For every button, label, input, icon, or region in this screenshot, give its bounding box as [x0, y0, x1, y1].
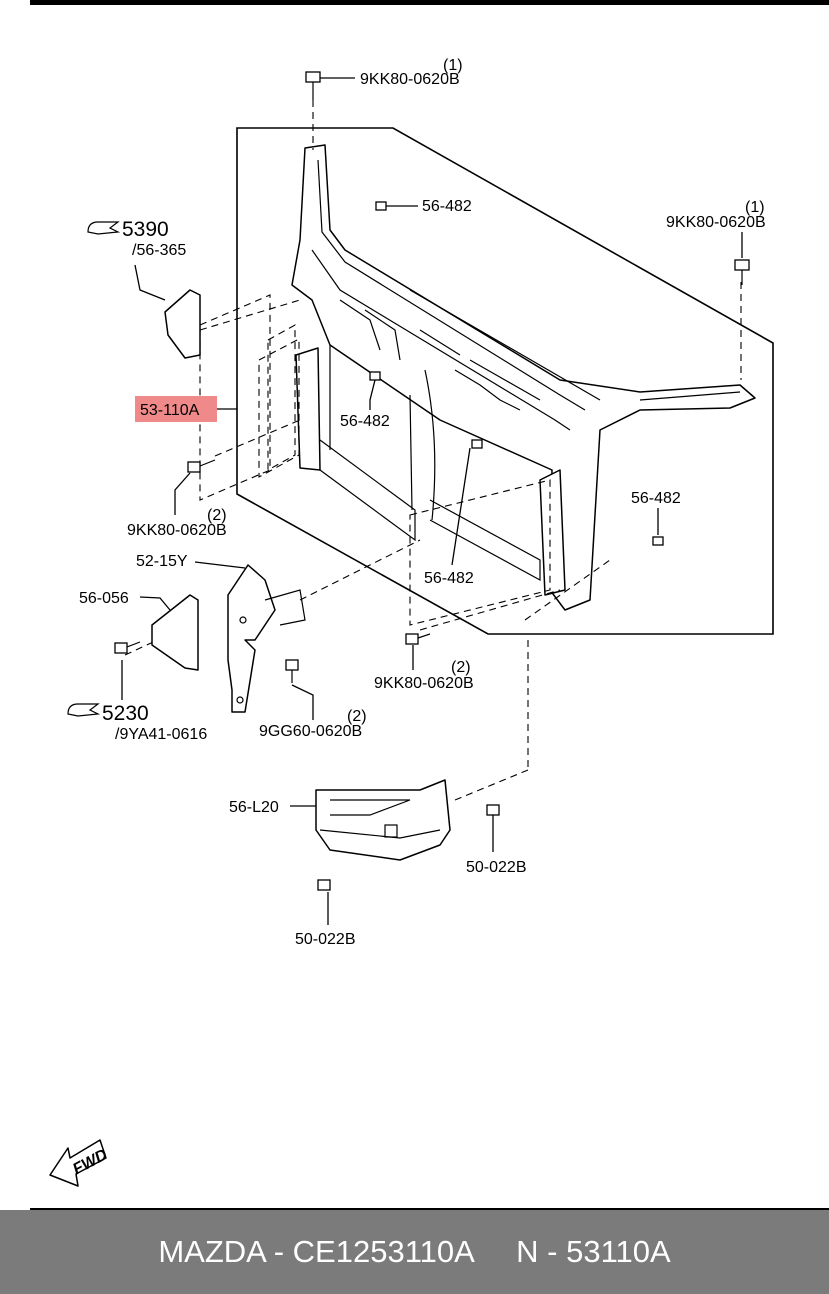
reference-number[interactable]: 5390 [122, 218, 169, 241]
highlight-box [135, 396, 217, 422]
qty-label: (2) [451, 659, 471, 676]
footer-bar: MAZDA - CE1253110A N - 53110A [0, 1210, 829, 1294]
deflector-part[interactable] [315, 779, 451, 861]
reference-number[interactable]: 5230 [102, 702, 149, 725]
qty-label: (2) [347, 708, 367, 725]
part-number-label[interactable]: 56-482 [631, 490, 681, 507]
part-number-label[interactable]: 9KK80-0620B [127, 522, 227, 539]
part-number-label[interactable]: 9GG60-0620B [259, 723, 362, 740]
reference-sub: /9YA41-0616 [115, 726, 207, 743]
bolt-icon [285, 659, 314, 720]
clip-icon [486, 804, 500, 852]
reference-icon [87, 221, 121, 235]
qty-label: (1) [443, 57, 463, 74]
clip-icon [375, 201, 418, 211]
part-number-label[interactable]: 56-482 [422, 198, 472, 215]
qty-label: (2) [207, 507, 227, 524]
part-number-label[interactable]: 9KK80-0620B [374, 675, 474, 692]
cover-part[interactable] [164, 289, 201, 359]
fwd-arrow-icon: FWD [49, 1139, 111, 1187]
bolt-icon [174, 459, 216, 515]
bolt-icon [114, 641, 141, 700]
plate-part[interactable] [151, 594, 199, 671]
part-number-label[interactable]: 56-482 [424, 570, 474, 587]
part-number-label[interactable]: 52-15Y [136, 553, 188, 570]
main-part-label[interactable]: 53-110A [140, 402, 200, 419]
part-number-label[interactable]: 9KK80-0620B [666, 214, 766, 231]
radiator-support-part[interactable] [291, 144, 756, 611]
part-number-label[interactable]: 50-022B [295, 931, 356, 948]
clip-icon [652, 508, 664, 546]
clip-icon [451, 439, 483, 566]
bracket-part[interactable] [227, 564, 306, 713]
assembly-frame [236, 127, 774, 635]
part-number-label[interactable]: 56-056 [79, 590, 129, 607]
reference-sub: /56-365 [132, 242, 186, 259]
reference-icon [67, 703, 101, 717]
part-number-label[interactable]: 9KK80-0620B [360, 71, 460, 88]
bolt-icon [405, 633, 431, 670]
part-number-label[interactable]: 56-482 [340, 413, 390, 430]
bolt-icon [734, 232, 750, 285]
footer-caption: MAZDA - CE1253110A N - 53110A [158, 1234, 671, 1269]
bolt-icon [305, 71, 355, 100]
clip-icon [317, 879, 331, 925]
part-number-label[interactable]: 56-L20 [229, 799, 279, 816]
qty-label: (1) [745, 199, 765, 216]
clip-icon [369, 371, 381, 410]
part-number-label[interactable]: 50-022B [466, 859, 527, 876]
top-border [30, 0, 829, 5]
